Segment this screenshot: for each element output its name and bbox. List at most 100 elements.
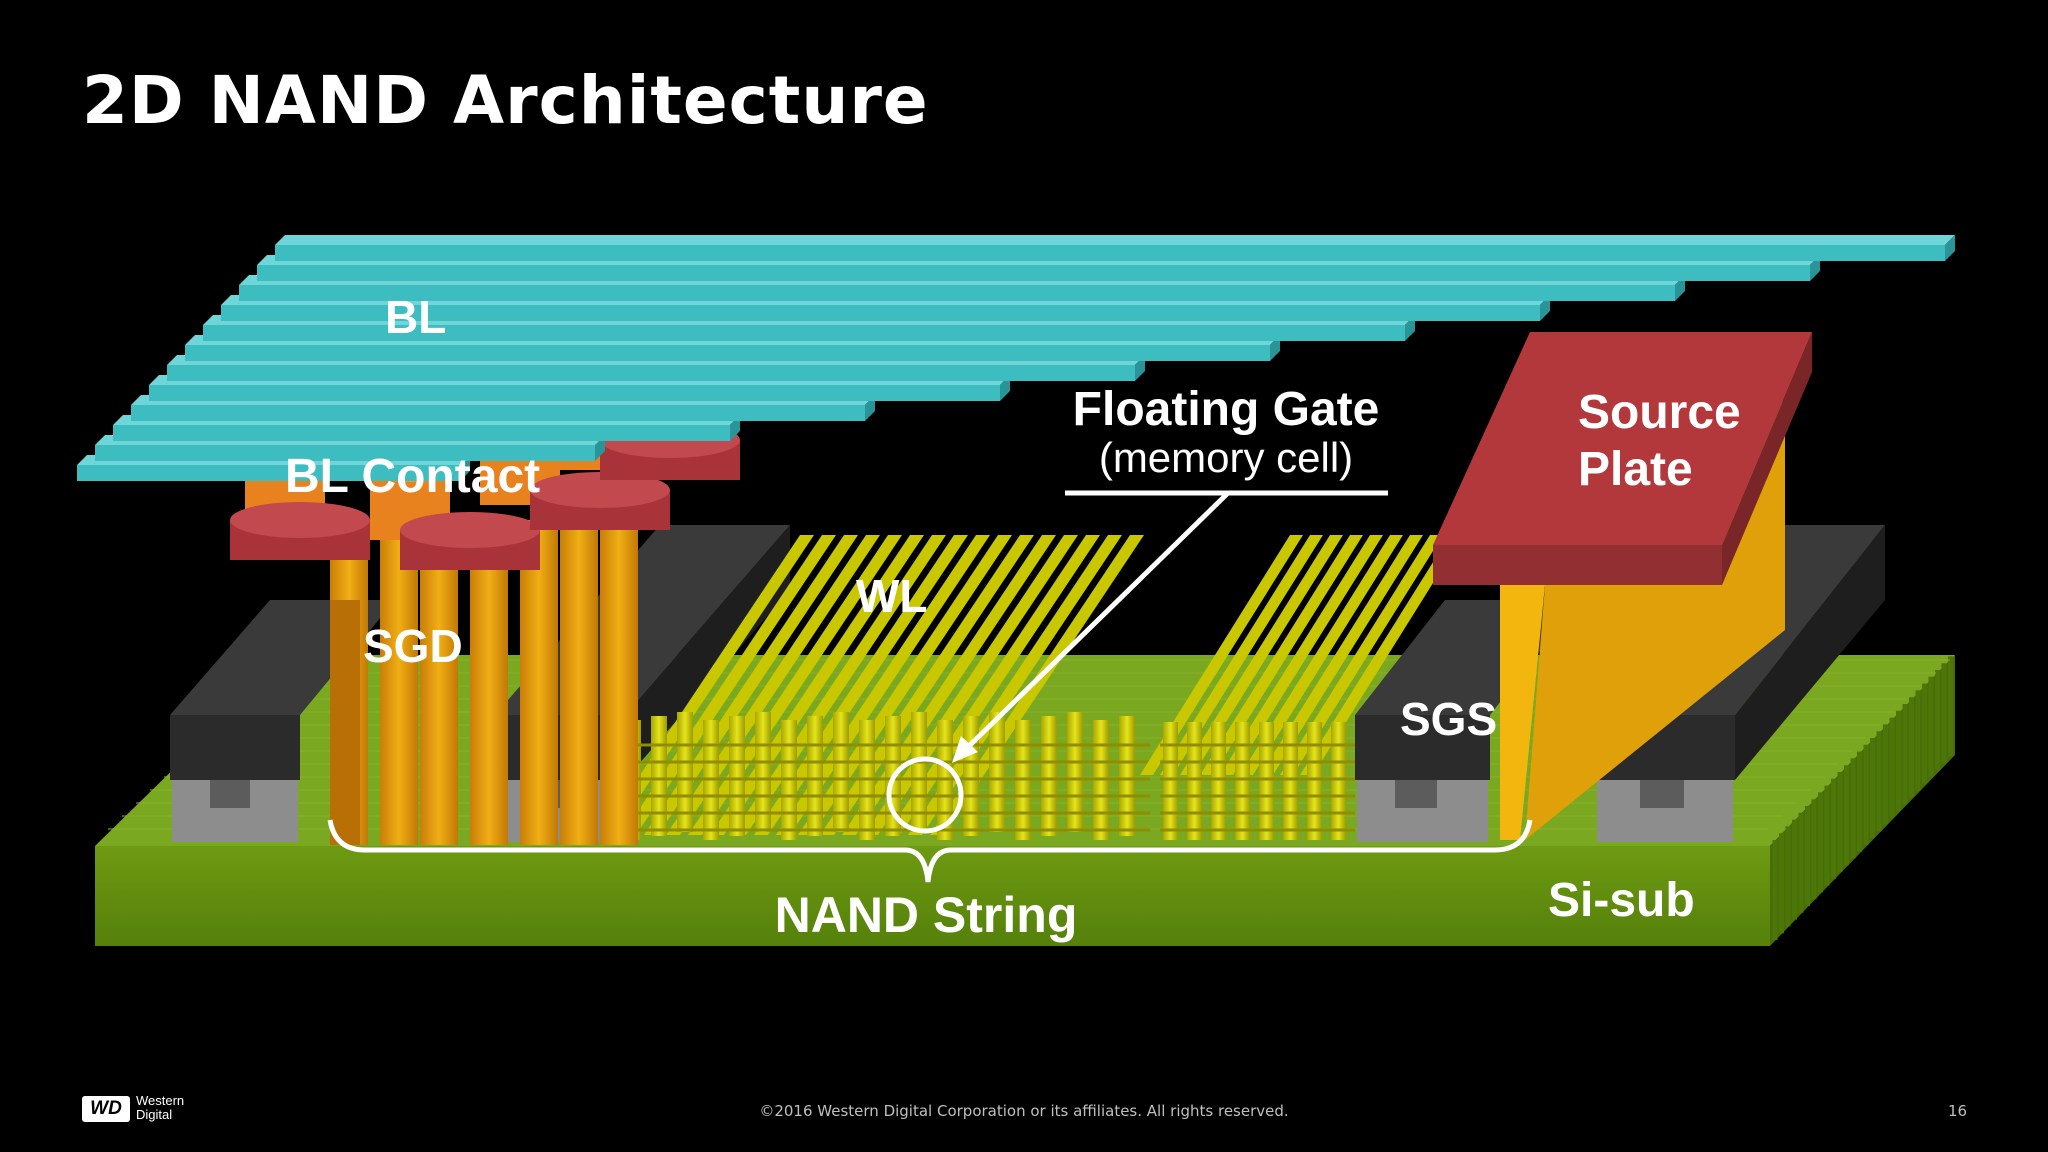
bit-lines	[77, 235, 1955, 481]
sgd-pillar	[560, 530, 598, 845]
word-line-top	[644, 535, 858, 835]
word-line-array	[600, 535, 1150, 840]
word-line-gate	[1163, 722, 1178, 840]
wd-logo-line1: Western	[136, 1093, 185, 1108]
label-wl: WL	[856, 570, 928, 622]
sgd-pillar	[520, 520, 558, 845]
word-line-gate	[1235, 722, 1250, 840]
sgd-pillar	[600, 520, 638, 845]
floating-gate-pointer	[963, 491, 1230, 752]
word-line-top	[1240, 535, 1403, 775]
word-line-gate	[1211, 722, 1226, 840]
word-line-array-right	[1140, 535, 1463, 840]
bit-line-end	[595, 435, 605, 461]
word-line-top	[930, 535, 1144, 835]
bit-line	[113, 425, 730, 441]
bit-line-end	[865, 395, 875, 421]
label-sgd: SGD	[363, 620, 463, 672]
word-line-top	[1180, 535, 1343, 775]
slide-title: 2D NAND Architecture	[82, 62, 929, 139]
source-plate	[1433, 332, 1812, 840]
sgd-pillars	[330, 520, 638, 845]
label-si-sub: Si-sub	[1548, 874, 1695, 927]
label-bl-contact: BL Contact	[285, 450, 540, 503]
label-sgs: SGS	[1400, 693, 1497, 745]
nand-string-brace	[327, 819, 1533, 883]
word-line-top	[798, 535, 1012, 835]
word-line-top	[776, 535, 990, 835]
bit-line-end	[460, 455, 470, 481]
sgd-pillar	[470, 530, 508, 845]
word-line-gate	[1259, 722, 1274, 840]
word-line-top	[1280, 535, 1443, 775]
word-line-gate	[1331, 722, 1346, 840]
word-line-top	[1260, 535, 1423, 775]
label-source-plate-1: Source	[1578, 386, 1741, 439]
word-line-gate	[963, 716, 979, 836]
bit-line	[185, 345, 1270, 361]
word-line-gate	[1187, 722, 1202, 840]
bl-contact-ring-top	[230, 502, 370, 538]
word-line-gate	[989, 712, 1005, 832]
bit-line	[203, 325, 1405, 341]
word-line-top	[1300, 535, 1463, 775]
wd-logo-line2: Digital	[136, 1107, 173, 1122]
bit-line-end	[1810, 255, 1820, 281]
word-line-gate	[1283, 722, 1298, 840]
label-nand-string: NAND String	[775, 887, 1078, 943]
word-line-top	[1140, 535, 1303, 775]
sgd-pillar	[380, 530, 418, 845]
pointer-arrowhead	[952, 736, 978, 763]
bit-line	[77, 465, 460, 481]
word-line-top	[1160, 535, 1323, 775]
word-line-top	[1200, 535, 1363, 775]
word-line-gate	[1307, 722, 1322, 840]
label-floating-gate: Floating Gate	[1073, 383, 1380, 436]
copyright-notice: ©2016 Western Digital Corporation or its…	[759, 1102, 1289, 1120]
word-line-top	[666, 535, 880, 835]
bit-line	[239, 285, 1675, 301]
label-bl: BL	[385, 291, 446, 343]
word-line-gate	[677, 712, 693, 832]
word-line-gate	[755, 712, 771, 832]
word-line-gate	[651, 716, 667, 836]
bit-line-end	[1945, 235, 1955, 261]
bit-line	[275, 245, 1945, 261]
word-line-top	[908, 535, 1122, 835]
bit-line-end	[1405, 315, 1415, 341]
bit-line-end	[1675, 275, 1685, 301]
bit-line	[167, 365, 1135, 381]
word-line-gate	[911, 712, 927, 832]
sgd-pillar-shadow	[330, 600, 360, 845]
word-line-top	[622, 535, 836, 835]
bit-line	[149, 385, 1000, 401]
word-line-gate	[1041, 716, 1057, 836]
word-line-gate	[807, 716, 823, 836]
word-line-top	[1220, 535, 1383, 775]
bl-contact-ring-top	[400, 512, 540, 548]
bit-line-end	[730, 415, 740, 441]
sgd-pillar	[420, 520, 458, 845]
bit-line-top	[275, 235, 1955, 245]
bl-contact-ring-top	[530, 472, 670, 508]
word-line-gate	[1119, 716, 1135, 836]
bit-line	[221, 305, 1540, 321]
bit-line-end	[1270, 335, 1280, 361]
wd-logo-mark: WD	[82, 1096, 130, 1122]
page-number: 16	[1948, 1102, 1968, 1120]
bit-line	[131, 405, 865, 421]
label-source-plate-2: Plate	[1578, 443, 1693, 496]
word-line-gate	[833, 712, 849, 832]
label-memory-cell: (memory cell)	[1099, 434, 1353, 481]
bit-line	[257, 265, 1810, 281]
memory-cell-marker	[886, 756, 964, 834]
bit-line-end	[1000, 375, 1010, 401]
bit-line-end	[1135, 355, 1145, 381]
bit-line	[95, 445, 595, 461]
bit-line-end	[1540, 295, 1550, 321]
word-line-gate	[1067, 712, 1083, 832]
